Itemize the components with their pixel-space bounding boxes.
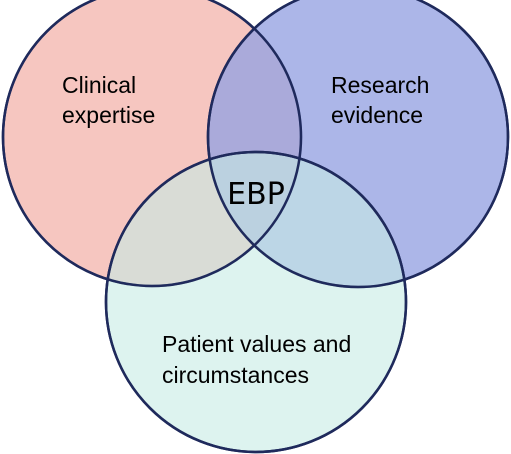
- research-outline: [206, 0, 510, 289]
- clinical-label-line2: expertise: [62, 102, 155, 128]
- clinical-label-line1: Clinical: [62, 72, 136, 98]
- research-label-line2: evidence: [331, 102, 423, 128]
- clinical-outline: [1, 0, 303, 288]
- ebp-center-label: EBP: [227, 177, 285, 212]
- patient-label-line1: Patient values and: [162, 331, 351, 357]
- patient-label-line2: circumstances: [162, 362, 309, 388]
- patient-outline: [104, 150, 408, 454]
- research-label-line1: Research: [331, 72, 429, 98]
